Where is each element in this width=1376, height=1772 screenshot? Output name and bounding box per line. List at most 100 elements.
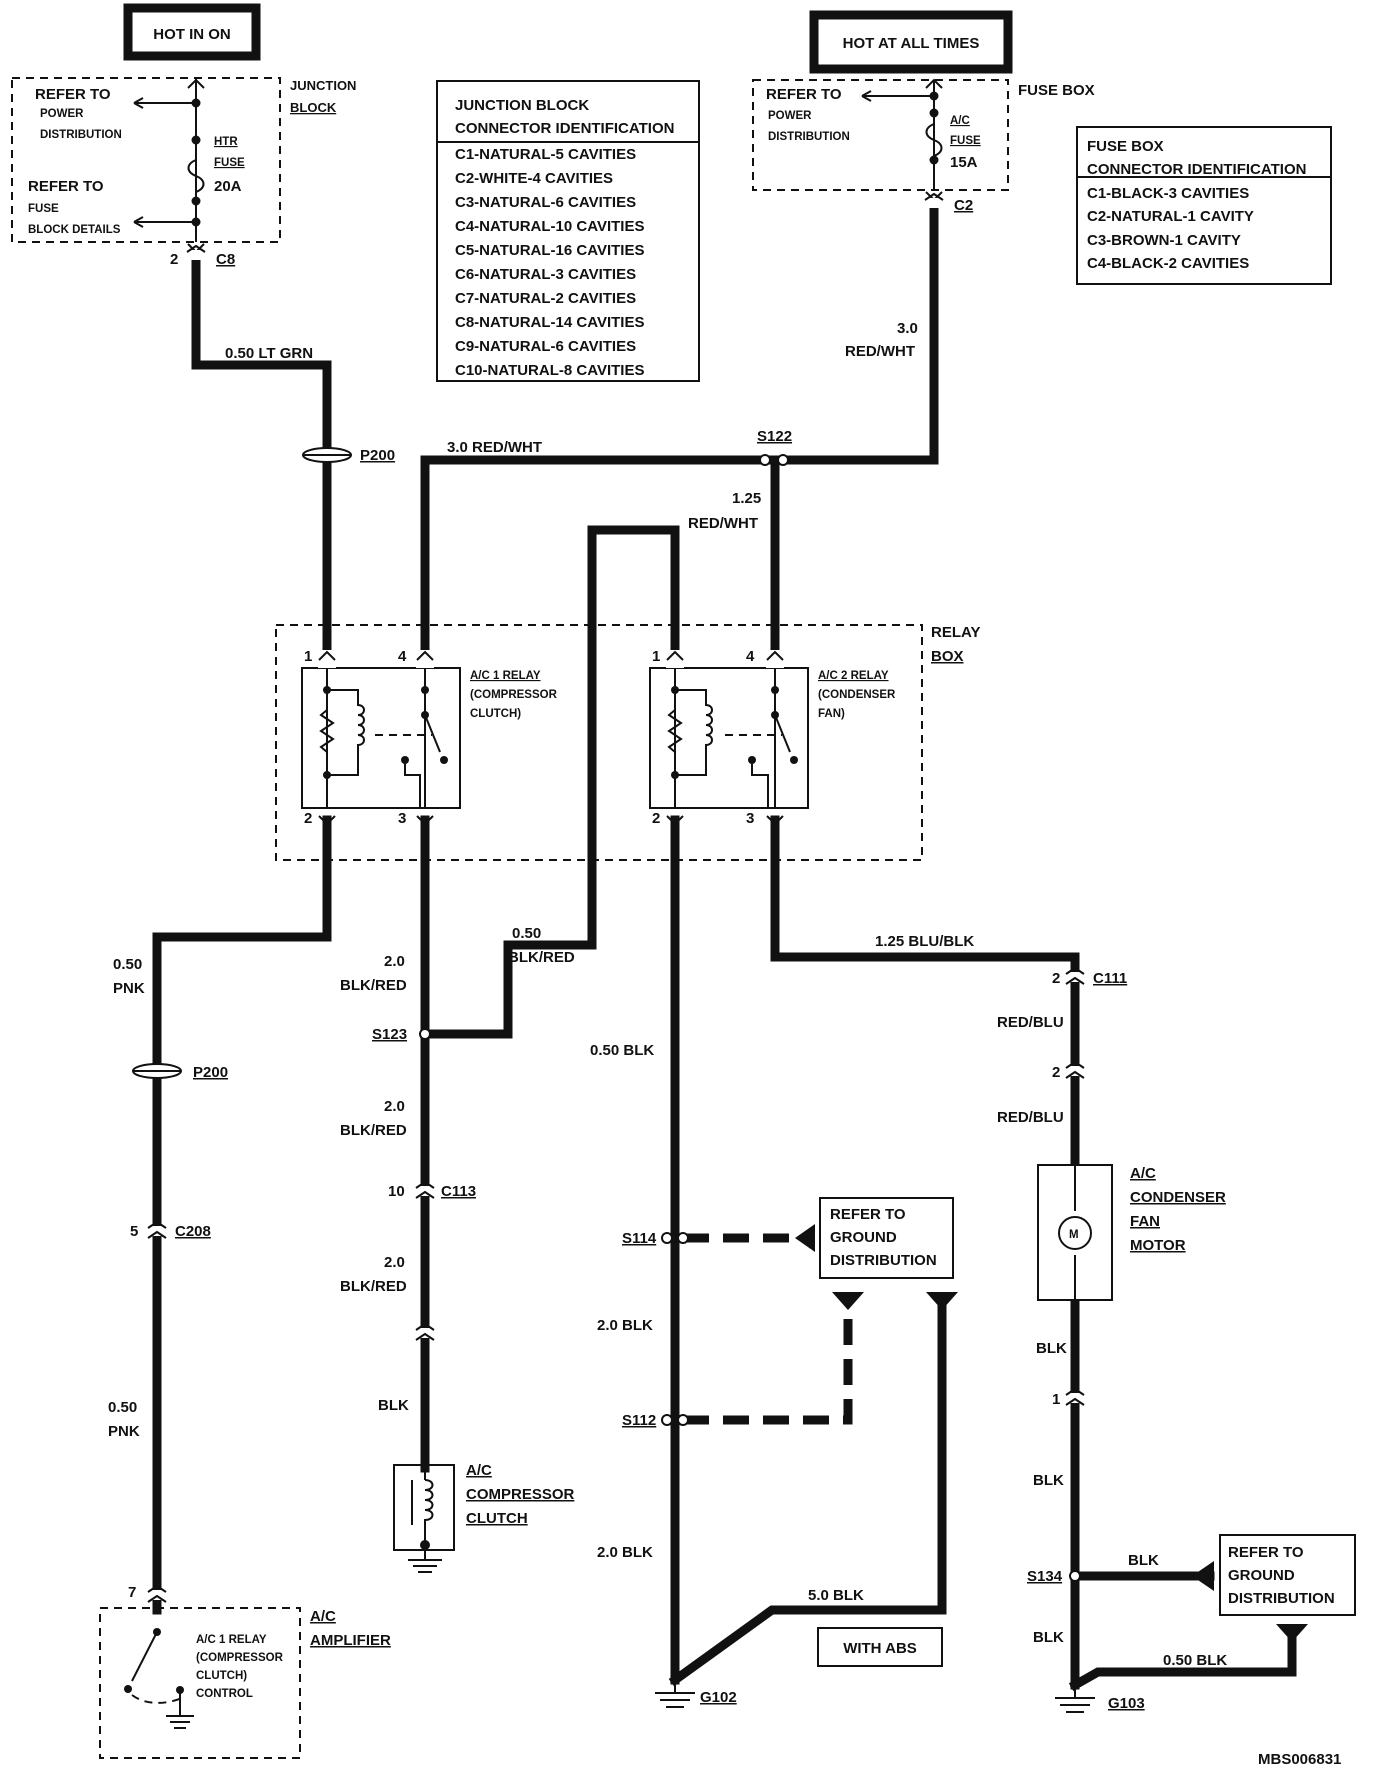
relay-box-outline bbox=[275, 624, 923, 861]
wire-blk-s134-label: BLK bbox=[1128, 1552, 1159, 1569]
junction-refer2-line1: REFER TO bbox=[28, 178, 104, 195]
ground-ref-center-1: REFER TO bbox=[830, 1206, 906, 1223]
amp-switch-icon bbox=[131, 1631, 158, 1682]
wire-blk-fan-2-label: BLK bbox=[1033, 1472, 1064, 1489]
s112-label: S112 bbox=[622, 1412, 656, 1429]
fuse-ident-row: C3-BROWN-1 CAVITY bbox=[1087, 232, 1241, 249]
ac1-relay-coil-icon bbox=[327, 689, 365, 776]
g102-ground-icon bbox=[655, 1692, 695, 1708]
fuse-box-refer-line3: DISTRIBUTION bbox=[768, 131, 850, 143]
ground-ref-right-3: DISTRIBUTION bbox=[1228, 1590, 1335, 1607]
fan-conn-pin: 2 bbox=[1052, 1064, 1060, 1081]
htr-fuse-label-1: HTR bbox=[214, 136, 238, 148]
g103-label: G103 bbox=[1108, 1695, 1145, 1712]
fuse-ident-row: C2-NATURAL-1 CAVITY bbox=[1087, 208, 1254, 225]
htr-fuse-rating: 20A bbox=[214, 178, 242, 195]
ground-ref-right: REFER TO GROUND DISTRIBUTION bbox=[1192, 1534, 1356, 1642]
wire-red-wht-top bbox=[420, 455, 780, 655]
fuse-box-title: FUSE BOX bbox=[1018, 82, 1095, 99]
clutch-label-2: COMPRESSOR bbox=[466, 1486, 575, 1503]
fuse-box-node-lower bbox=[929, 155, 939, 165]
wire-red-wht-main bbox=[770, 205, 939, 465]
fan-label-1: A/C bbox=[1130, 1165, 1156, 1182]
relay1-label-2: (COMPRESSOR bbox=[470, 689, 558, 701]
g102-label: G102 bbox=[700, 1689, 737, 1706]
wire-pnk-lower-size: 0.50 bbox=[108, 1399, 137, 1416]
wire-red-wht-small-color: RED/WHT bbox=[688, 515, 758, 532]
c8-connector-label: C8 bbox=[216, 251, 235, 268]
fuse-ident-table: FUSE BOX CONNECTOR IDENTIFICATION C1-BLA… bbox=[1076, 126, 1332, 285]
junction-block-title-1: JUNCTION bbox=[290, 78, 356, 93]
fan-label-2: CONDENSER bbox=[1130, 1189, 1226, 1206]
htr-fuse-label-2: FUSE bbox=[214, 157, 245, 169]
wire-blk-red-050-size: 0.50 bbox=[512, 925, 541, 942]
hot-in-on-label: HOT IN ON bbox=[153, 26, 231, 43]
wire-blk-red-2-size: 2.0 bbox=[384, 1098, 405, 1115]
s123-splice: S123 bbox=[372, 1026, 431, 1043]
ground-ref-center-down-arrow-1-icon bbox=[832, 1292, 864, 1310]
ground-ref-center: REFER TO GROUND DISTRIBUTION bbox=[795, 1197, 958, 1310]
c113-label: C113 bbox=[441, 1183, 476, 1200]
ac-fuse-symbol-icon bbox=[925, 123, 943, 157]
p200-top-connector: P200 bbox=[302, 447, 395, 464]
relay1-label-3: CLUTCH) bbox=[470, 708, 521, 720]
fuse-box-refer-arrow-icon bbox=[861, 90, 872, 102]
relay2-pin2: 2 bbox=[652, 810, 660, 827]
fan-ground-pin: 1 bbox=[1052, 1391, 1060, 1408]
wire-blk-clutch-label: BLK bbox=[378, 1397, 409, 1414]
amp-ground-icon bbox=[166, 1715, 194, 1729]
c208-connector: 5 C208 bbox=[130, 1220, 211, 1240]
ac-fuse-rating: 15A bbox=[950, 154, 978, 171]
ac-fuse-label-1: A/C bbox=[950, 115, 970, 127]
junction-top-arrow-icon bbox=[187, 78, 205, 89]
ac2-relay: 1 4 2 3 A/C 2 RELAY (CONDENSER FAN) bbox=[649, 648, 896, 827]
wire-lt-grn-label: 0.50 LT GRN bbox=[225, 345, 313, 362]
c113-pin: 10 bbox=[388, 1183, 405, 1200]
clutch-label-3: CLUTCH bbox=[466, 1510, 528, 1527]
fuse-box-top-arrow-icon bbox=[925, 78, 943, 89]
c208-pin: 5 bbox=[130, 1223, 138, 1240]
amp-relay-label-3: CLUTCH) bbox=[196, 1670, 247, 1682]
s134-label: S134 bbox=[1027, 1568, 1063, 1585]
relay2-label-3: FAN) bbox=[818, 708, 845, 720]
c111-pin: 2 bbox=[1052, 970, 1060, 987]
ac2-relay-coil-icon bbox=[675, 689, 713, 776]
wire-pnk-upper-color: PNK bbox=[113, 980, 145, 997]
ac-condenser-fan-motor: M A/C CONDENSER FAN MOTOR bbox=[1037, 1164, 1226, 1301]
fuse-ident-row: C1-BLACK-3 CAVITIES bbox=[1087, 185, 1249, 202]
ground-ref-right-arrow-icon bbox=[1192, 1561, 1214, 1591]
ac-fuse-label-2: FUSE bbox=[950, 135, 981, 147]
c113-connector: 10 C113 bbox=[388, 1180, 476, 1200]
junction-ident-row: C6-NATURAL-3 CAVITIES bbox=[455, 266, 636, 283]
c8-pin: 2 bbox=[170, 251, 178, 268]
wire-blk-abs bbox=[668, 1303, 947, 1687]
clutch-ground-icon bbox=[408, 1559, 442, 1573]
fan-conn-connector: 2 bbox=[1052, 1060, 1085, 1081]
wire-blk-red-050 bbox=[420, 525, 680, 1039]
fuse-box-node-upper bbox=[929, 108, 939, 118]
ac1-relay: 1 4 2 3 A/C 1 RELAY (COMPRESSOR CLUTCH) bbox=[301, 648, 558, 827]
junction-ident-title-2: CONNECTOR IDENTIFICATION bbox=[455, 120, 674, 137]
ac-compressor-clutch: A/C COMPRESSOR CLUTCH bbox=[393, 1462, 575, 1573]
amp-label-2: AMPLIFIER bbox=[310, 1632, 391, 1649]
htr-fuse-symbol-icon bbox=[187, 159, 205, 193]
amp-label-1: A/C bbox=[310, 1608, 336, 1625]
junction-ident-row: C4-NATURAL-10 CAVITIES bbox=[455, 218, 644, 235]
g102-ground: G102 bbox=[655, 1675, 737, 1708]
g103-ground-icon bbox=[1055, 1697, 1095, 1713]
wire-blk-red-1-size: 2.0 bbox=[384, 953, 405, 970]
clutch-label-1: A/C bbox=[466, 1462, 492, 1479]
amp-relay-label-1: A/C 1 RELAY bbox=[196, 1634, 267, 1646]
wire-blk-red-3-color: BLK/RED bbox=[340, 1278, 407, 1295]
c2-connector-break bbox=[924, 192, 944, 208]
wire-lt-grn bbox=[191, 257, 332, 655]
ac2-relay-resistor-icon bbox=[667, 709, 683, 753]
wire-g103-ref bbox=[1068, 1635, 1297, 1692]
relay-box-title-2: BOX bbox=[931, 648, 964, 665]
fuse-ident-row: C4-BLACK-2 CAVITIES bbox=[1087, 255, 1249, 272]
ground-ref-center-down-arrow-2-icon bbox=[926, 1292, 958, 1310]
p200-bottom-connector: P200 bbox=[132, 1063, 228, 1081]
wire-blk-fan-3-label: BLK bbox=[1033, 1629, 1064, 1646]
fuse-box-outline bbox=[752, 79, 1009, 191]
wire-pnk-lower-color: PNK bbox=[108, 1423, 140, 1440]
